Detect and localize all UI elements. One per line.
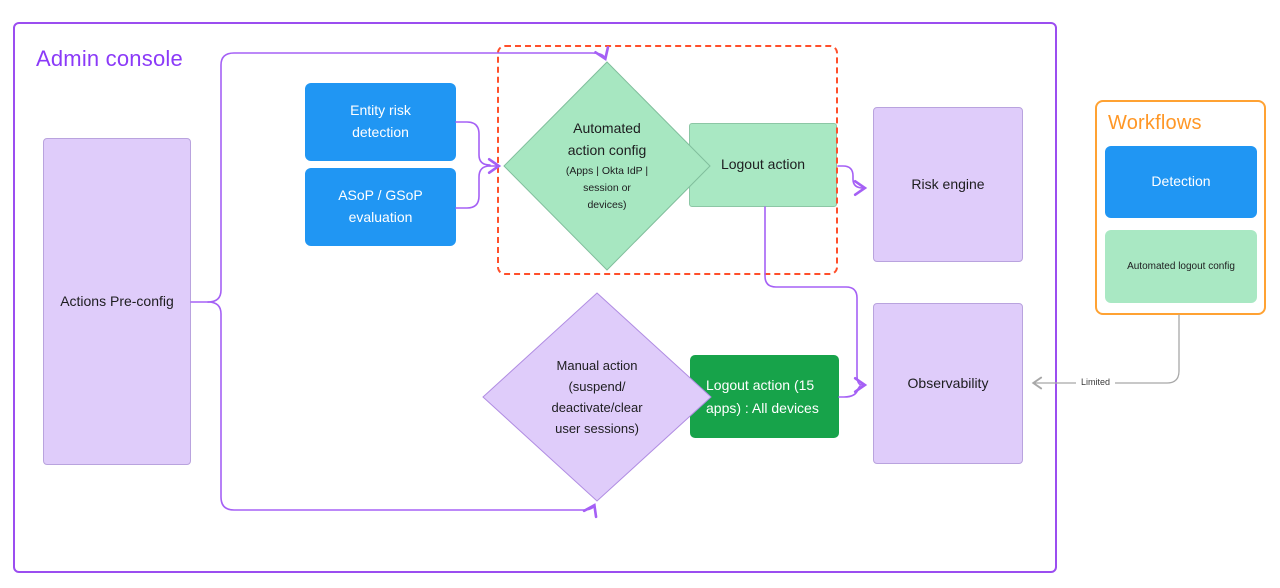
manual-action-label: Manual action (suspend/ deactivate/clear…: [551, 357, 643, 437]
limited-connection-label: Limited: [1076, 377, 1116, 387]
risk-engine-node: Risk engine: [873, 107, 1023, 262]
admin-console-panel: Admin console: [13, 22, 1057, 573]
automated-action-config-label: Automated action config (Apps | Okta IdP…: [565, 120, 649, 212]
logout-action-15-apps-node: Logout action (15 apps) : All devices: [690, 355, 839, 438]
observability-node: Observability: [873, 303, 1023, 464]
entity-risk-detection-node: Entity risk detection: [305, 83, 456, 161]
workflows-panel: Workflows Detection Automated logout con…: [1095, 100, 1266, 315]
asop-gsop-evaluation-node: ASoP / GSoP evaluation: [305, 168, 456, 246]
workflows-title: Workflows: [1108, 112, 1202, 134]
detection-node: Detection: [1105, 146, 1257, 218]
admin-console-title: Admin console: [36, 46, 183, 71]
actions-preconfig-node: Actions Pre-config: [43, 138, 191, 465]
automated-logout-config-node: Automated logout config: [1105, 230, 1257, 303]
logout-action-node: Logout action: [689, 123, 837, 207]
